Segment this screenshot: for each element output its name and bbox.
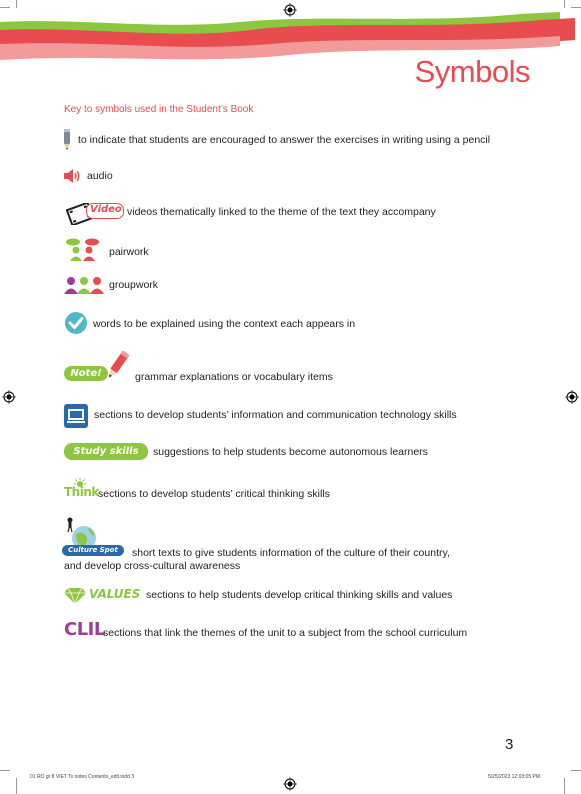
symbol-description: words to be explained using the context … (93, 318, 356, 330)
symbol-description: short texts to give students information… (132, 547, 450, 559)
note-icon: Note! (64, 350, 130, 384)
registration-mark-icon (283, 777, 297, 791)
audio-icon (64, 169, 80, 183)
crop-mark (0, 770, 10, 771)
symbol-description: sections to develop students’ critical t… (98, 488, 330, 500)
symbol-description: sections that link the themes of the uni… (103, 627, 468, 639)
video-icon: Video (66, 201, 124, 225)
page-number: 3 (505, 736, 514, 753)
slug-filename: 01 RO gr 8 VIET Ts notes Contents_edit.i… (30, 774, 135, 780)
symbol-description: groupwork (109, 279, 159, 291)
crop-mark (571, 7, 581, 8)
symbol-description-continued: and develop cross-cultural awareness (64, 560, 241, 572)
crop-mark (16, 778, 17, 794)
registration-mark-icon (283, 3, 297, 17)
registration-mark-icon (565, 390, 579, 404)
symbol-description: grammar explanations or vocabulary items (135, 371, 333, 383)
values-icon: VALUES (64, 586, 140, 604)
crop-mark (564, 778, 565, 794)
values-label: VALUES (89, 587, 141, 601)
symbol-description: audio (87, 170, 113, 182)
think-label: Think (64, 485, 99, 499)
note-label: Note! (64, 366, 108, 381)
crop-mark (16, 0, 17, 8)
header-wave-banner (0, 12, 575, 60)
crop-mark (571, 770, 581, 771)
crop-mark (0, 7, 10, 8)
symbol-description: suggestions to help students become auto… (153, 446, 428, 458)
slug-timestamp: 5/25/2023 12:03:05 PM (488, 774, 540, 780)
culture-spot-label: Culture Spot (62, 545, 124, 556)
key-heading: Key to symbols used in the Student’s Boo… (64, 104, 254, 115)
ict-icon (64, 404, 88, 428)
clil-icon: CLIL (64, 619, 105, 640)
symbol-description: sections to help students develop critic… (146, 589, 453, 601)
culture-spot-icon: Culture Spot (62, 516, 128, 558)
check-icon (65, 312, 87, 334)
crop-mark (564, 0, 565, 8)
pencil-icon (64, 129, 70, 150)
page-title: Symbols (414, 54, 531, 89)
symbol-description: videos thematically linked to the theme … (127, 206, 436, 218)
registration-mark-icon (2, 390, 16, 404)
symbol-description: pairwork (109, 246, 149, 258)
symbol-description: to indicate that students are encouraged… (78, 134, 491, 146)
pairwork-icon (66, 238, 99, 261)
study-skills-icon: Study skills (64, 443, 148, 460)
symbol-description: sections to develop students’ informatio… (94, 409, 457, 421)
think-icon: Think (64, 478, 99, 500)
video-label: Video (90, 204, 122, 215)
groupwork-icon (64, 277, 104, 294)
